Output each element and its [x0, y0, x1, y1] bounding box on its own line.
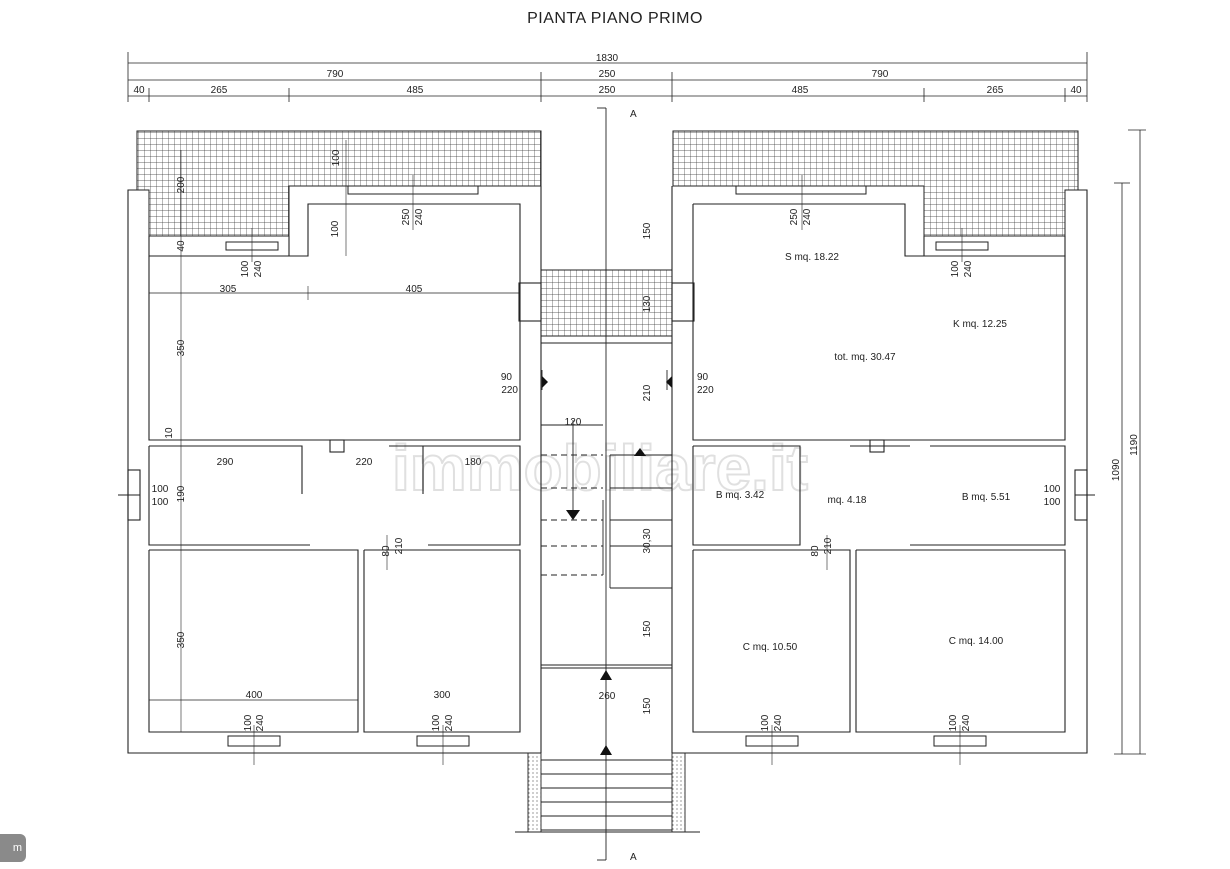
dim-part-4: 250 [599, 85, 616, 96]
room-hall: mq. 4.18 [828, 495, 867, 506]
dim-side-1190: 1190 [1129, 434, 1140, 456]
dim-center-250: 250 [599, 69, 616, 80]
watermark: immobiliare.it [392, 432, 808, 504]
dim-label: 240 [444, 714, 455, 731]
dim-label: 240 [963, 260, 974, 277]
dim-label: 100 [243, 714, 254, 731]
dim-label: 405 [406, 284, 423, 295]
watermark-badge: m [0, 834, 26, 862]
dim-label: 80 [810, 545, 821, 557]
dim-label: 180 [465, 457, 482, 468]
room-s: S mq. 18.22 [785, 252, 839, 263]
dim-label: 300 [434, 690, 451, 701]
dim-part-1: 40 [133, 85, 145, 96]
dim-label: 150 [642, 620, 653, 637]
dim-label: 240 [773, 714, 784, 731]
terrace-left [136, 130, 542, 237]
dim-label: 400 [246, 690, 263, 701]
dim-label: 100 [1044, 497, 1061, 508]
dim-label: 150 [642, 697, 653, 714]
dim-label: 100 [950, 260, 961, 277]
dim-label: 240 [802, 208, 813, 225]
plan-title: PIANTA PIANO PRIMO [527, 10, 703, 27]
dim-label: 240 [255, 714, 266, 731]
top-dimension-lines [127, 52, 1088, 102]
room-c1: C mq. 10.50 [743, 642, 798, 653]
dim-side-1090: 1090 [1111, 458, 1122, 481]
dim-part-2: 265 [211, 85, 228, 96]
dim-label: 240 [961, 714, 972, 731]
dim-label: 120 [565, 417, 582, 428]
dim-label: 100 [152, 497, 169, 508]
right-unit-walls [671, 186, 1095, 754]
room-total: tot. mq. 30.47 [834, 352, 896, 363]
dim-label: 100 [330, 220, 341, 237]
window-axes [251, 140, 963, 765]
dim-label: 90 [501, 372, 513, 383]
dim-label: 220 [356, 457, 373, 468]
dim-left-790: 790 [327, 69, 344, 80]
dim-label: 350 [176, 339, 187, 356]
staircase [515, 107, 700, 861]
section-marker-bottom: A [630, 852, 637, 863]
dim-label: 100 [760, 714, 771, 731]
dim-label: 210 [823, 537, 834, 554]
room-c2: C mq. 14.00 [949, 636, 1004, 647]
dim-label: 200 [176, 176, 187, 193]
room-b2: B mq. 5.51 [962, 492, 1011, 503]
dim-label: 210 [642, 384, 653, 401]
dim-label: 240 [253, 260, 264, 277]
dim-label: 210 [394, 537, 405, 554]
room-k: K mq. 12.25 [953, 319, 1007, 330]
dim-label: 350 [176, 631, 187, 648]
dim-right-790: 790 [872, 69, 889, 80]
dim-label: 150 [642, 222, 653, 239]
dim-label: 250 [789, 208, 800, 225]
dim-label: 10 [164, 427, 175, 439]
dim-label: 130 [642, 295, 653, 312]
dim-label: 220 [501, 385, 518, 396]
dim-label: 220 [697, 385, 714, 396]
terrace-right [672, 130, 1079, 237]
dim-label: 40 [176, 240, 187, 252]
landing-hatch [540, 269, 673, 337]
section-marker-top: A [630, 109, 637, 120]
dim-label: 100 [1044, 484, 1061, 495]
dim-label: 100 [431, 714, 442, 731]
dim-label: 100 [948, 714, 959, 731]
dim-label: 80 [381, 545, 392, 557]
stair-arrows [542, 376, 672, 755]
side-dimension-lines [1114, 129, 1146, 755]
dim-label: 90 [697, 372, 709, 383]
dim-part-5: 485 [792, 85, 809, 96]
dim-total: 1830 [596, 53, 619, 64]
dim-label: 100 [152, 484, 169, 495]
dim-part-6: 265 [987, 85, 1004, 96]
dim-part-7: 40 [1070, 85, 1082, 96]
dim-label: 305 [220, 284, 237, 295]
dim-label: 100 [240, 260, 251, 277]
dim-label: 290 [217, 457, 234, 468]
dim-label: 260 [599, 691, 616, 702]
dim-label: 100 [331, 149, 342, 166]
dim-label: 240 [414, 208, 425, 225]
dim-label: 190 [176, 485, 187, 502]
dim-part-3: 485 [407, 85, 424, 96]
room-b1: B mq. 3.42 [716, 490, 765, 501]
left-unit-walls [118, 150, 542, 754]
dim-label: 30,30 [642, 528, 653, 553]
dim-label: 250 [401, 208, 412, 225]
